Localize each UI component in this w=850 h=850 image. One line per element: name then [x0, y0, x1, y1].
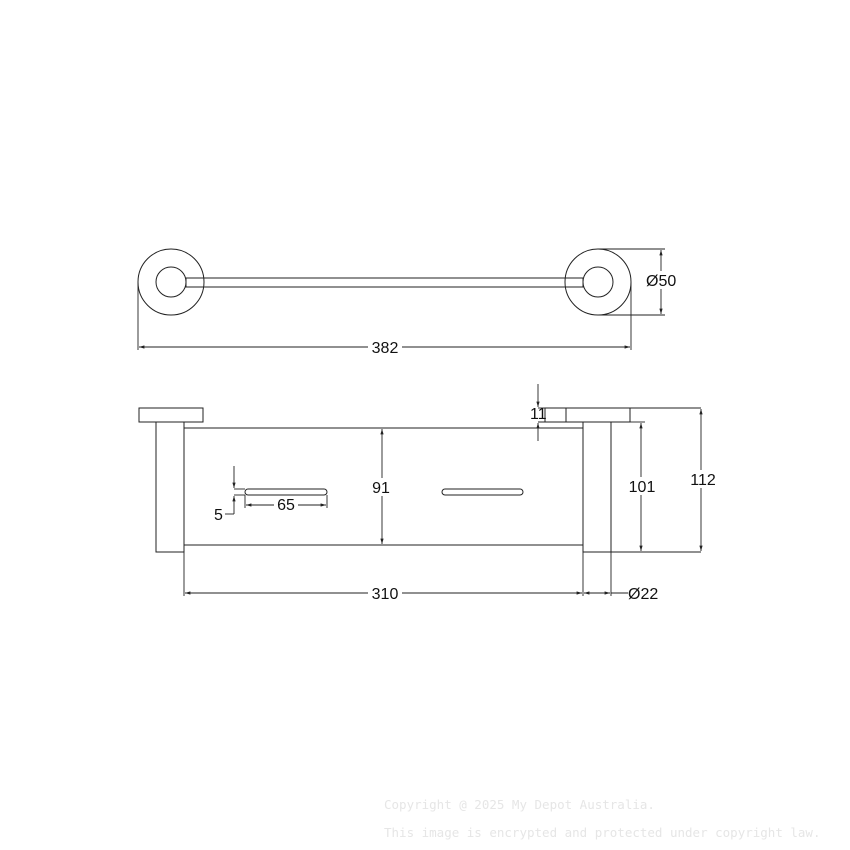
left-post [155, 421, 185, 553]
watermark-protection-notice: This image is encrypted and protected un… [384, 825, 821, 840]
top-view: 382 Ø50 [137, 248, 682, 357]
right-flange [544, 407, 631, 423]
dim-post-diameter: Ø22 [628, 586, 658, 603]
dim-shelf-length: 310 [372, 586, 399, 603]
left-slot [244, 488, 328, 496]
dim-post-height: 101 [629, 479, 656, 496]
left-flange-outer [137, 248, 205, 316]
dim-overall-length: 382 [372, 340, 399, 357]
right-post [582, 421, 612, 553]
rail-bar [185, 277, 584, 288]
left-flange [138, 407, 204, 423]
left-flange-inner [155, 266, 187, 298]
right-slot [441, 488, 524, 496]
right-flange-outer [564, 248, 632, 316]
front-view: 11 91 101 112 65 5 310 [138, 384, 718, 603]
dim-slot-length: 65 [277, 497, 295, 514]
dim-overall-height: 112 [690, 472, 716, 489]
dim-flange-thickness: 11 [530, 406, 547, 423]
dim-shelf-height: 91 [372, 480, 390, 497]
dim-flange-diameter: Ø50 [646, 273, 676, 290]
watermark-copyright: Copyright @ 2025 My Depot Australia. [384, 797, 655, 812]
dim-slot-width: 5 [214, 507, 223, 524]
right-flange-inner [582, 266, 614, 298]
